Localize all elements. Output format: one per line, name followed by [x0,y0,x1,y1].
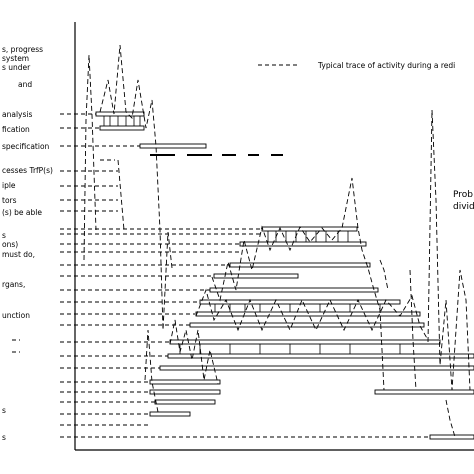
label-progress: s, progress [2,45,43,54]
label-s-1: s [2,231,6,240]
label-principle: iple [2,181,16,190]
label-trfp: cesses TrfP(s) [2,166,53,175]
label-s-2: s [2,406,6,415]
label-ons: ons) [2,240,18,249]
bar-ticks [103,116,401,354]
label-analysis: analysis [2,110,32,119]
activity-bars [95,111,474,440]
label-under: s under [2,63,31,72]
label-s-3: s [2,433,6,442]
activity-trace [83,44,471,438]
label-organs: rgans, [2,280,25,289]
label-and: and [18,80,32,89]
label-specification: specification [2,142,50,151]
guide-lines [60,113,428,438]
label-must-do: must do, [2,250,35,259]
note-line-1: Prob [453,190,473,200]
label-fication: fication [2,125,30,134]
label-tors: tors [2,196,17,205]
label-function: unction [2,311,30,320]
legend-text: Typical trace of activity during a redi [317,61,455,70]
label-be-able: (s) be able [2,208,42,217]
label-system: system [2,54,29,63]
note-line-2: divid [453,202,474,212]
